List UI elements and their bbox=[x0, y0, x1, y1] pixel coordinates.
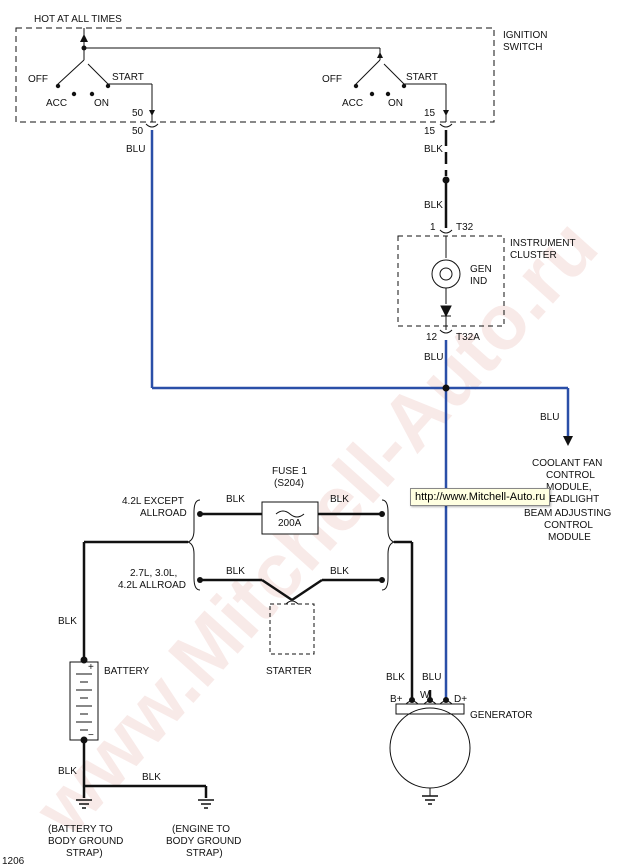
label-blk-batt: BLK bbox=[58, 616, 77, 627]
fuse-200a bbox=[261, 501, 319, 535]
label-starter: STARTER bbox=[266, 666, 312, 677]
label-start-left: START bbox=[112, 72, 144, 83]
label-instrument-cluster-1: INSTRUMENT bbox=[510, 238, 576, 249]
generator bbox=[389, 700, 471, 796]
label-off-left: OFF bbox=[28, 74, 48, 85]
label-blu-gen: BLU bbox=[422, 672, 441, 683]
label-on-right: ON bbox=[388, 98, 403, 109]
label-fuse-1: FUSE 1 bbox=[272, 466, 307, 477]
label-figure-no: 1206 bbox=[2, 856, 25, 866]
label-pin50-bot: 50 bbox=[132, 126, 144, 137]
braces bbox=[186, 499, 396, 591]
label-pin50-top: 50 bbox=[132, 108, 144, 119]
label-blk-fuse-left: BLK bbox=[226, 494, 245, 505]
label-batt-minus: − bbox=[88, 730, 94, 741]
label-coolant-1: COOLANT FAN bbox=[532, 458, 602, 469]
label-blk-15: BLK bbox=[424, 144, 443, 155]
labels: HOT AT ALL TIMES IGNITION SWITCH OFF STA… bbox=[2, 14, 611, 866]
switch-contacts bbox=[55, 34, 449, 116]
label-pin15-bot: 15 bbox=[424, 126, 436, 137]
label-gen-w: W bbox=[420, 690, 430, 701]
label-battery: BATTERY bbox=[104, 666, 150, 677]
label-coolant-2: CONTROL bbox=[546, 470, 595, 481]
label-except-1: 4.2L EXCEPT bbox=[122, 496, 184, 507]
battery bbox=[69, 661, 99, 741]
blue-wires bbox=[150, 130, 570, 700]
label-start-right: START bbox=[406, 72, 438, 83]
black-wires bbox=[82, 130, 448, 798]
label-ground-b-3: STRAP) bbox=[186, 848, 223, 859]
label-coolant-7: MODULE bbox=[548, 532, 591, 543]
label-pin12: 12 bbox=[426, 332, 438, 343]
label-gen-dplus: D+ bbox=[454, 694, 467, 705]
label-engines-1: 2.7L, 3.0L, bbox=[130, 568, 177, 579]
label-pin15-top: 15 bbox=[424, 108, 436, 119]
label-blu-branch: BLU bbox=[540, 412, 559, 423]
label-blu-left: BLU bbox=[126, 144, 145, 155]
label-blk-fuse-right: BLK bbox=[330, 494, 349, 505]
label-acc-left: ACC bbox=[46, 98, 67, 109]
label-on-left: ON bbox=[94, 98, 109, 109]
label-blk-batt-low: BLK bbox=[58, 766, 77, 777]
label-pin1: 1 bbox=[430, 222, 436, 233]
label-off-right: OFF bbox=[322, 74, 342, 85]
label-blk-gen: BLK bbox=[386, 672, 405, 683]
label-engines-2: 4.2L ALLROAD bbox=[118, 580, 186, 591]
label-gen-ind-2: IND bbox=[470, 276, 487, 287]
label-ground-a-2: BODY GROUND bbox=[48, 836, 123, 847]
label-ground-b-1: (ENGINE TO bbox=[172, 824, 230, 835]
ground-symbols bbox=[76, 795, 438, 809]
label-blk-starter-right: BLK bbox=[330, 566, 349, 577]
label-coolant-6: CONTROL bbox=[544, 520, 593, 531]
label-t32a: T32A bbox=[456, 332, 480, 343]
label-ground-a-1: (BATTERY TO bbox=[48, 824, 113, 835]
label-fuse-amp: 200A bbox=[278, 518, 302, 529]
label-coolant-4: HEADLIGHT bbox=[542, 494, 599, 505]
instrument-cluster bbox=[397, 229, 505, 334]
label-ground-b-2: BODY GROUND bbox=[166, 836, 241, 847]
label-batt-plus: + bbox=[88, 662, 94, 673]
label-instrument-cluster-2: CLUSTER bbox=[510, 250, 557, 261]
label-blk-t32: BLK bbox=[424, 200, 443, 211]
connector-50-15 bbox=[145, 123, 453, 128]
label-blu-below-cluster: BLU bbox=[424, 352, 443, 363]
label-blk-starter-left: BLK bbox=[226, 566, 245, 577]
label-hot-at-all-times: HOT AT ALL TIMES bbox=[34, 14, 122, 25]
label-except-2: ALLROAD bbox=[140, 508, 187, 519]
label-ignition-switch-1: IGNITION bbox=[503, 30, 547, 41]
label-coolant-5: BEAM ADJUSTING bbox=[524, 508, 611, 519]
label-ignition-switch-2: SWITCH bbox=[503, 42, 542, 53]
starter bbox=[269, 600, 315, 655]
url-tooltip: http://www.Mitchell-Auto.ru bbox=[410, 488, 551, 506]
label-ground-a-3: STRAP) bbox=[66, 848, 103, 859]
label-fuse-2: (S204) bbox=[274, 478, 304, 489]
label-t32: T32 bbox=[456, 222, 474, 233]
label-generator: GENERATOR bbox=[470, 710, 532, 721]
label-gen-ind-1: GEN bbox=[470, 264, 492, 275]
label-blk-ground: BLK bbox=[142, 772, 161, 783]
label-coolant-3: MODULE, bbox=[546, 482, 592, 493]
label-acc-right: ACC bbox=[342, 98, 363, 109]
label-gen-bplus: B+ bbox=[390, 694, 403, 705]
